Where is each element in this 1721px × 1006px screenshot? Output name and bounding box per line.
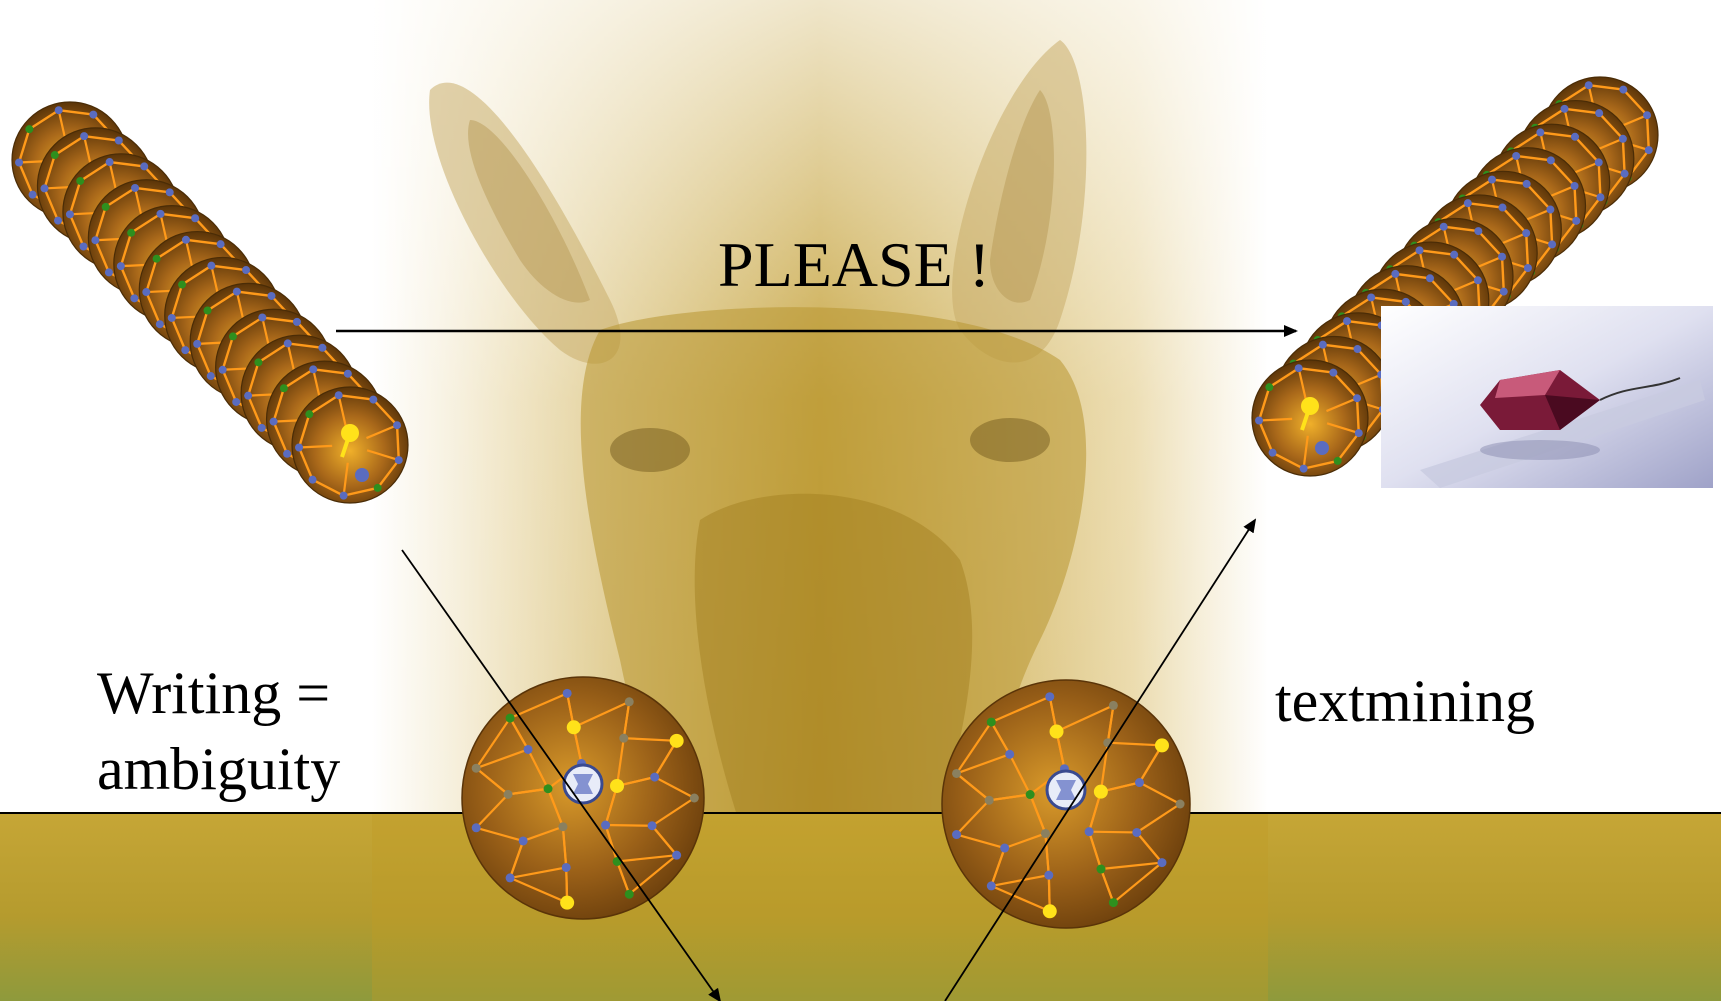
slide-title: PLEASE ! <box>718 228 990 302</box>
buckyball-molecule-icon <box>462 677 704 919</box>
left-label-line1: Writing = <box>97 655 340 731</box>
buckyball-molecule-icon <box>942 680 1190 928</box>
right-label: textmining <box>1275 667 1535 736</box>
left-label: Writing = ambiguity <box>97 655 340 807</box>
gemstone-icon <box>1381 306 1713 488</box>
nanotube-molecule-icon <box>12 102 408 503</box>
left-label-line2: ambiguity <box>97 731 340 807</box>
